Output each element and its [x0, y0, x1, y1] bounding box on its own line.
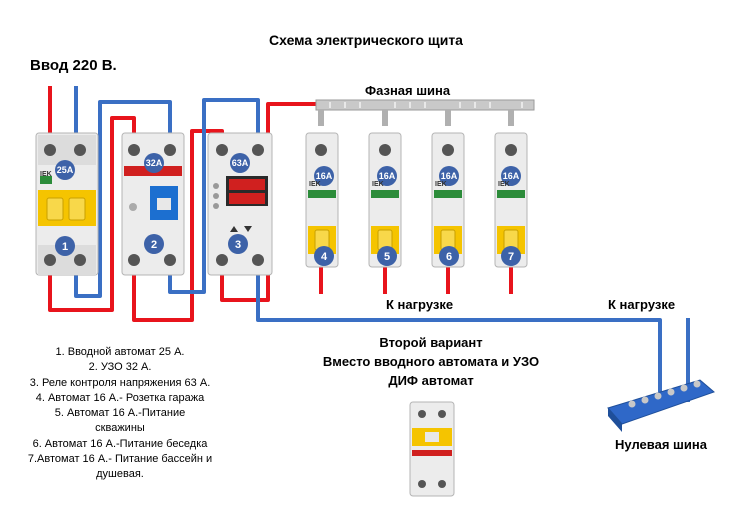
- number-badge-2: 2: [144, 234, 164, 254]
- svg-text:16А: 16А: [379, 171, 396, 181]
- device-7-breaker: [494, 132, 528, 268]
- number-badge-1: 1: [55, 236, 75, 256]
- brand-logo-7: IEK: [498, 181, 510, 188]
- number-badge-5: 5: [377, 246, 397, 266]
- brand-logo-6: IEK: [435, 181, 447, 188]
- neutral-bus: [607, 379, 715, 432]
- rating-badge-5: 16А: [377, 166, 397, 186]
- legend-item: 4. Автомат 16 А.- Розетка гаража: [35, 391, 205, 404]
- svg-text:25А: 25А: [57, 165, 74, 175]
- svg-text:4: 4: [321, 251, 328, 263]
- device-5-breaker: [368, 132, 402, 268]
- variant-note: Второй вариант Вместо вводного автомата …: [316, 333, 546, 390]
- brand-logo-1: IEK: [40, 171, 52, 178]
- neutral-wire-3-bus: [256, 262, 662, 400]
- neutral-wire-1-2: [74, 100, 172, 298]
- svg-text:6: 6: [446, 251, 452, 263]
- number-badge-7: 7: [501, 246, 521, 266]
- svg-text:2: 2: [151, 239, 157, 251]
- svg-text:63А: 63А: [232, 158, 249, 168]
- rating-badge-2: 32А: [144, 153, 164, 173]
- svg-text:5: 5: [384, 251, 390, 263]
- phase-bus: [315, 99, 535, 126]
- input-voltage-label: Ввод 220 В.: [30, 57, 117, 74]
- variant-line: Вместо вводного автомата и УЗО: [322, 354, 540, 369]
- phase-wire-1-2: [48, 116, 136, 312]
- number-badge-4: 4: [314, 246, 334, 266]
- legend-item: 1. Вводной автомат 25 А.: [55, 346, 185, 358]
- load-label-1: К нагрузке: [386, 297, 454, 312]
- svg-text:16А: 16А: [441, 171, 458, 181]
- svg-text:7: 7: [508, 251, 514, 263]
- device-6-breaker: [431, 132, 465, 268]
- legend-item: 6. Автомат 16 А.-Питание беседка: [32, 437, 208, 450]
- device-1-breaker: [35, 132, 99, 276]
- rating-badge-3: 63А: [230, 153, 250, 173]
- legend-item: 3. Реле контроля напряжения 63 А.: [29, 376, 211, 389]
- brand-logo-5: IEK: [372, 181, 384, 188]
- load-label-2: К нагрузке: [608, 297, 676, 312]
- svg-text:32А: 32А: [146, 158, 163, 168]
- variant-line: Второй вариант: [379, 335, 483, 350]
- svg-text:16А: 16А: [503, 171, 520, 181]
- rating-badge-4: 16А: [314, 166, 334, 186]
- rcbo-device: [409, 401, 455, 497]
- rating-badge-7: 16А: [501, 166, 521, 186]
- number-badge-3: 3: [228, 234, 248, 254]
- svg-text:1: 1: [62, 241, 68, 253]
- brand-logo-4: IEK: [309, 181, 321, 188]
- legend-item: 2. УЗО 32 А.: [88, 361, 152, 374]
- neutral-wire-2-3: [168, 98, 260, 294]
- rating-badge-1: 25А: [55, 160, 75, 180]
- legend-item: 5. Автомат 16 А.-Питание скважины: [54, 407, 186, 435]
- svg-text:3: 3: [235, 239, 241, 251]
- device-legend: 1. Вводной автомат 25 А. 2. УЗО 32 А. 3.…: [0, 345, 240, 483]
- badges: 25А 1 32А 2 63А 3 16А 4 16А 5 16А 6 16А …: [55, 153, 521, 266]
- phase-bus-label: Фазная шина: [365, 83, 451, 98]
- rating-badge-6: 16А: [439, 166, 459, 186]
- neutral-bus-label: Нулевая шина: [615, 437, 707, 452]
- variant-line: ДИФ автомат: [388, 373, 474, 388]
- legend-item: 7.Автомат 16 А.- Питание бассейн и душев…: [27, 453, 213, 481]
- number-badge-6: 6: [439, 246, 459, 266]
- diagram-title: Схема электрического щита: [269, 32, 463, 48]
- device-3-voltage-relay: [207, 132, 273, 276]
- svg-text:16А: 16А: [316, 171, 333, 181]
